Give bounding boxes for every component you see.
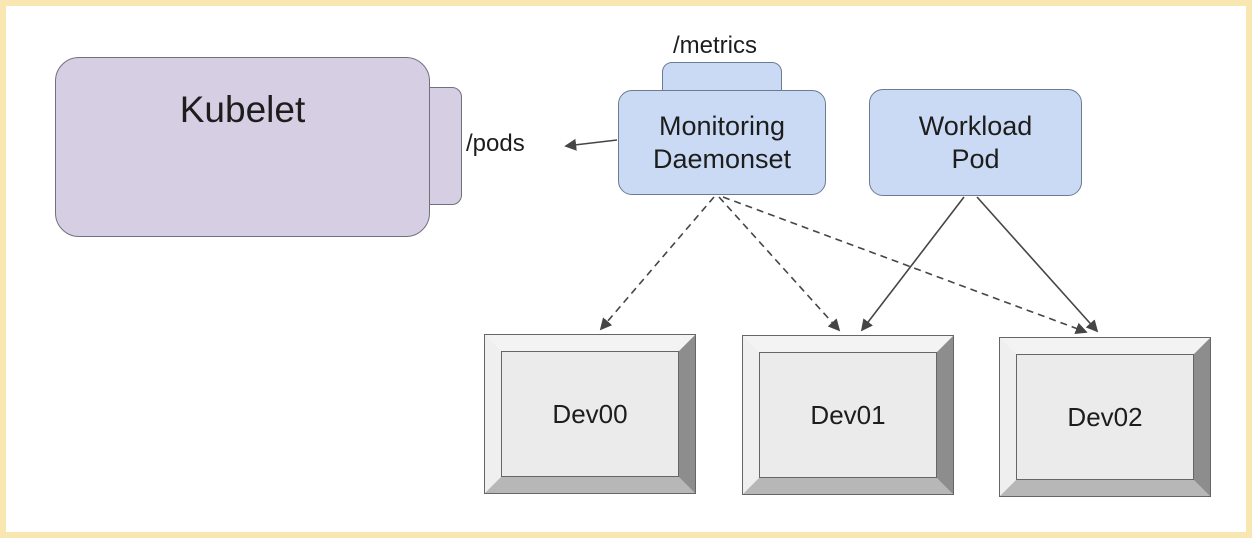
node-kubelet: Kubelet	[55, 57, 430, 237]
edge-monitoring-to-dev00	[599, 196, 715, 331]
monitoring-daemonset-label: Monitoring Daemonset	[652, 110, 792, 174]
node-dev02: Dev02	[999, 337, 1211, 497]
metrics-endpoint-label: /metrics	[673, 32, 757, 59]
node-monitoring-daemonset: Monitoring Daemonset	[618, 90, 826, 195]
workload-pod-label: Workload Pod	[918, 110, 1033, 174]
dev02-label: Dev02	[1067, 401, 1143, 432]
kubelet-label: Kubelet	[179, 89, 306, 130]
edge-monitoring-to-dev02	[722, 196, 1088, 335]
dev01-label: Dev01	[810, 399, 886, 430]
node-dev00: Dev00	[484, 334, 696, 494]
edge-monitoring-to-kubelet-pods	[564, 138, 618, 151]
pods-endpoint-label: /pods	[466, 130, 525, 157]
edge-workload-to-dev02	[976, 196, 1099, 333]
node-dev01: Dev01	[742, 335, 954, 495]
edge-monitoring-to-dev01	[718, 196, 841, 332]
dev00-label: Dev00	[552, 398, 628, 429]
edge-workload-to-dev01	[860, 196, 965, 332]
node-workload-pod: Workload Pod	[869, 89, 1082, 196]
